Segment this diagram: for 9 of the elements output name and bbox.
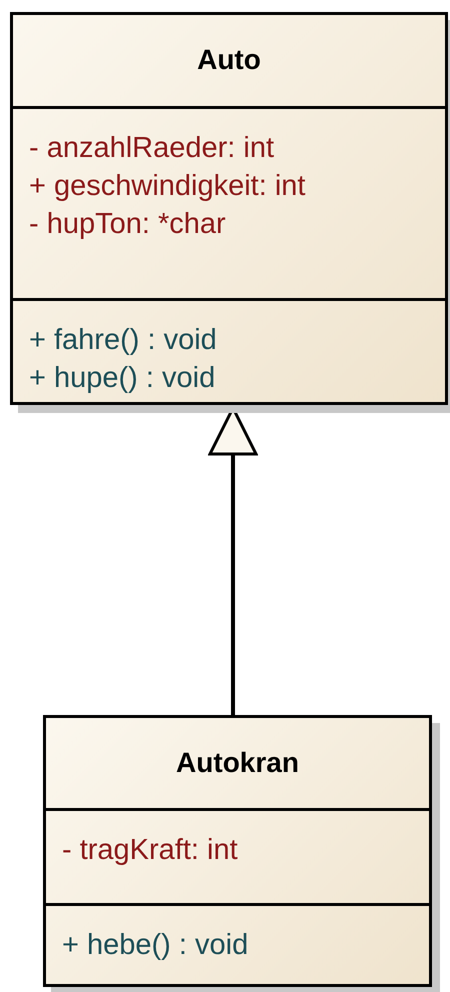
attribute-text: - hupTon: *char <box>29 207 226 242</box>
method-text: + fahre() : void <box>29 323 217 358</box>
method-text: + hupe() : void <box>29 361 216 396</box>
attribute-text: - tragKraft: int <box>62 833 238 868</box>
attribute-text: + geschwindigkeit: int <box>29 169 306 204</box>
attribute-text: - anzahlRaeder: int <box>29 131 274 166</box>
class-name: Auto <box>196 43 262 77</box>
method-text: + hebe() : void <box>62 928 248 963</box>
class-name: Autokran <box>175 746 300 780</box>
